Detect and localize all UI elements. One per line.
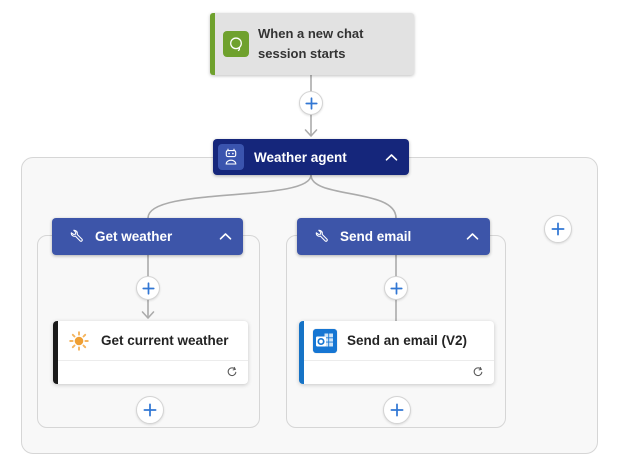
agent-card-weather-agent[interactable]: Weather agent [213,139,409,175]
connection-icon[interactable] [223,364,239,380]
action-card-footer [53,361,248,383]
robot-icon [218,144,244,170]
tool-title: Get weather [95,229,173,244]
outlook-icon [313,328,337,353]
trigger-accent-stripe [210,13,215,75]
action-title: Send an email (V2) [347,333,468,348]
trigger-title: When a new chat session starts [258,25,364,61]
action-accent-stripe [53,321,58,384]
agent-title: Weather agent [254,149,347,165]
add-tool-button[interactable] [544,215,572,243]
chevron-up-icon[interactable] [214,226,236,248]
add-action-button-send-email[interactable] [383,396,411,424]
connection-icon[interactable] [469,364,485,380]
action-card-footer [299,361,494,383]
action-card-send-an-email-v2[interactable]: Send an email (V2) [299,321,494,384]
chat-icon [223,31,249,57]
plus-icon [304,96,318,110]
plus-icon [143,403,157,417]
action-card-main: Get current weather [53,321,248,361]
plus-icon [551,222,565,236]
insert-step-button-get-weather[interactable] [136,276,160,300]
add-action-button-get-weather[interactable] [136,396,164,424]
plus-icon [390,403,404,417]
action-accent-stripe [299,321,304,384]
trigger-card-when-new-chat-session-starts[interactable]: When a new chat session starts [210,13,414,75]
insert-step-button-top[interactable] [299,91,323,115]
insert-step-button-send-email[interactable] [384,276,408,300]
plus-icon [389,281,403,295]
wrench-icon [66,227,86,247]
chevron-up-icon[interactable] [461,226,483,248]
action-card-main: Send an email (V2) [299,321,494,361]
chevron-up-icon[interactable] [380,146,402,168]
action-title: Get current weather [101,333,229,348]
tool-header-send-email[interactable]: Send email [297,218,490,255]
tool-title: Send email [340,229,412,244]
wrench-icon [311,227,331,247]
sun-icon [67,329,91,353]
tool-header-get-weather[interactable]: Get weather [52,218,243,255]
plus-icon [141,281,155,295]
action-card-get-current-weather[interactable]: Get current weather [53,321,248,384]
